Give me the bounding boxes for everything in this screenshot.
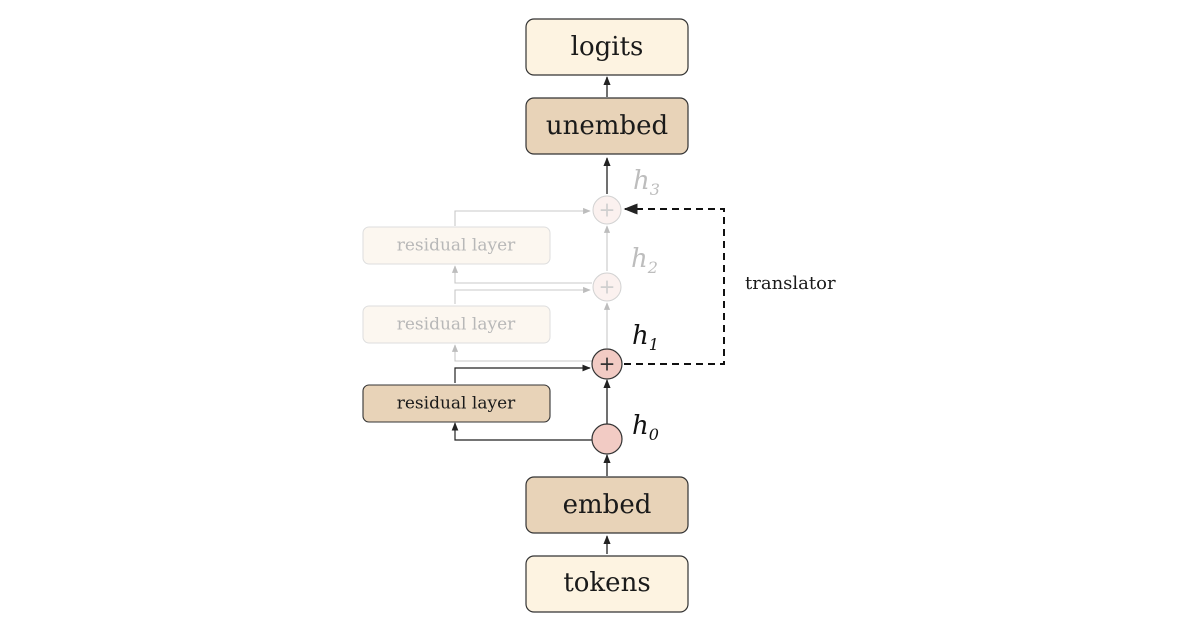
h0-node [591, 423, 623, 455]
residual-layer-3-label: residual layer [397, 236, 516, 256]
tokens-box: tokens [525, 555, 689, 613]
residual-layer-1-box: residual layer [362, 384, 551, 423]
translator-label: translator [745, 273, 836, 294]
residual-layer-2-label: residual layer [397, 315, 516, 335]
embed-box: embed [525, 476, 689, 534]
logits-label: logits [571, 32, 644, 62]
h1-label: h1 [632, 321, 659, 354]
edge-h0-residual1 [451, 422, 592, 441]
h0-label: h0 [632, 411, 659, 444]
h3-sum-node: + [592, 195, 622, 225]
edge-residual1-h1 [454, 364, 591, 383]
residual-layer-1-label: residual layer [397, 394, 516, 414]
logits-box: logits [525, 18, 689, 76]
residual-layer-2-box: residual layer [362, 305, 551, 344]
edge-residual2-h2 [454, 286, 591, 304]
residual-layer-3-box: residual layer [362, 226, 551, 265]
h3-label: h3 [633, 166, 660, 199]
h3-plus-symbol: + [599, 198, 616, 222]
h2-label: h2 [631, 244, 658, 277]
embed-label: embed [563, 490, 652, 520]
edge-h1-residual2 [451, 344, 592, 362]
unembed-label: unembed [546, 111, 668, 141]
h1-sum-node: + [591, 348, 623, 380]
tokens-label: tokens [563, 568, 650, 598]
h2-plus-symbol: + [599, 275, 616, 299]
edge-h2-residual3 [451, 265, 592, 284]
h2-sum-node: + [592, 272, 622, 302]
edge-residual3-h3 [454, 207, 591, 226]
unembed-box: unembed [525, 97, 689, 155]
translator-edge [623, 203, 725, 365]
h1-plus-symbol: + [599, 352, 616, 376]
